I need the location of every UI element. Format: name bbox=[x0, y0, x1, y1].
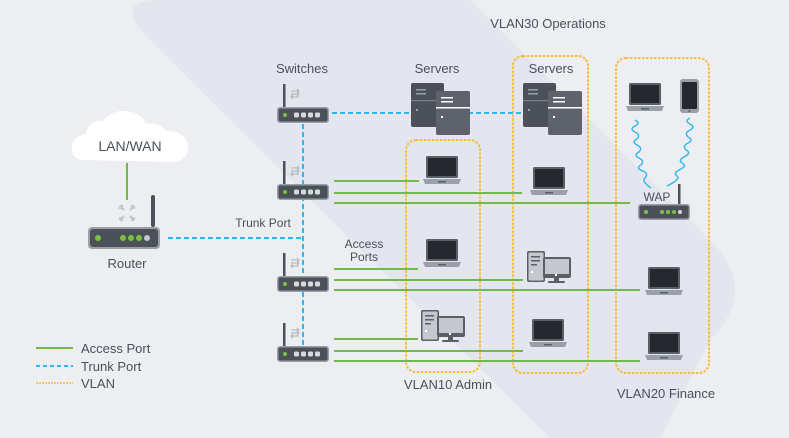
router-arrows-icon bbox=[118, 204, 136, 222]
access-ports-label-line2: Ports bbox=[350, 250, 378, 264]
servers-label-1: Servers bbox=[415, 61, 460, 76]
access-lines bbox=[334, 180, 640, 362]
wireless-signal-phone bbox=[666, 117, 694, 187]
legend-vlan-label: VLAN bbox=[81, 376, 115, 391]
cloud-label: LAN/WAN bbox=[98, 138, 161, 154]
vlan10-label: VLAN10 Admin bbox=[404, 377, 492, 392]
vlan20-laptop-2[interactable] bbox=[645, 332, 683, 360]
vlan20-laptop-1[interactable] bbox=[645, 267, 683, 295]
legend-trunk-label: Trunk Port bbox=[81, 359, 142, 374]
servers-label-2: Servers bbox=[529, 61, 574, 76]
trunk-port-label: Trunk Port bbox=[235, 216, 291, 230]
vlan20-laptop-wireless[interactable] bbox=[626, 83, 664, 111]
vlan20-phone[interactable] bbox=[680, 79, 699, 113]
router-label: Router bbox=[107, 256, 147, 271]
wap-label: WAP bbox=[644, 190, 671, 204]
legend: Access Port Trunk Port VLAN bbox=[36, 341, 151, 391]
wireless-signal-laptop bbox=[631, 119, 652, 189]
legend-access-label: Access Port bbox=[81, 341, 151, 356]
vlan30-laptop-2[interactable] bbox=[529, 319, 567, 347]
switches-label: Switches bbox=[276, 61, 329, 76]
vlan30-title: VLAN30 Operations bbox=[490, 16, 606, 31]
vlan30-box bbox=[512, 55, 589, 374]
vlan10-box bbox=[405, 139, 481, 373]
vlan20-label: VLAN20 Finance bbox=[617, 386, 715, 401]
vlan10-laptop-2[interactable] bbox=[423, 239, 461, 267]
vlan10-laptop-1[interactable] bbox=[423, 156, 461, 184]
cloud-icon bbox=[72, 110, 189, 162]
wap-device[interactable] bbox=[638, 184, 690, 220]
access-ports-label-line1: Access bbox=[345, 237, 384, 251]
router-device[interactable] bbox=[88, 195, 160, 249]
vlan20-box bbox=[615, 57, 710, 374]
vlan30-laptop-1[interactable] bbox=[530, 167, 568, 195]
